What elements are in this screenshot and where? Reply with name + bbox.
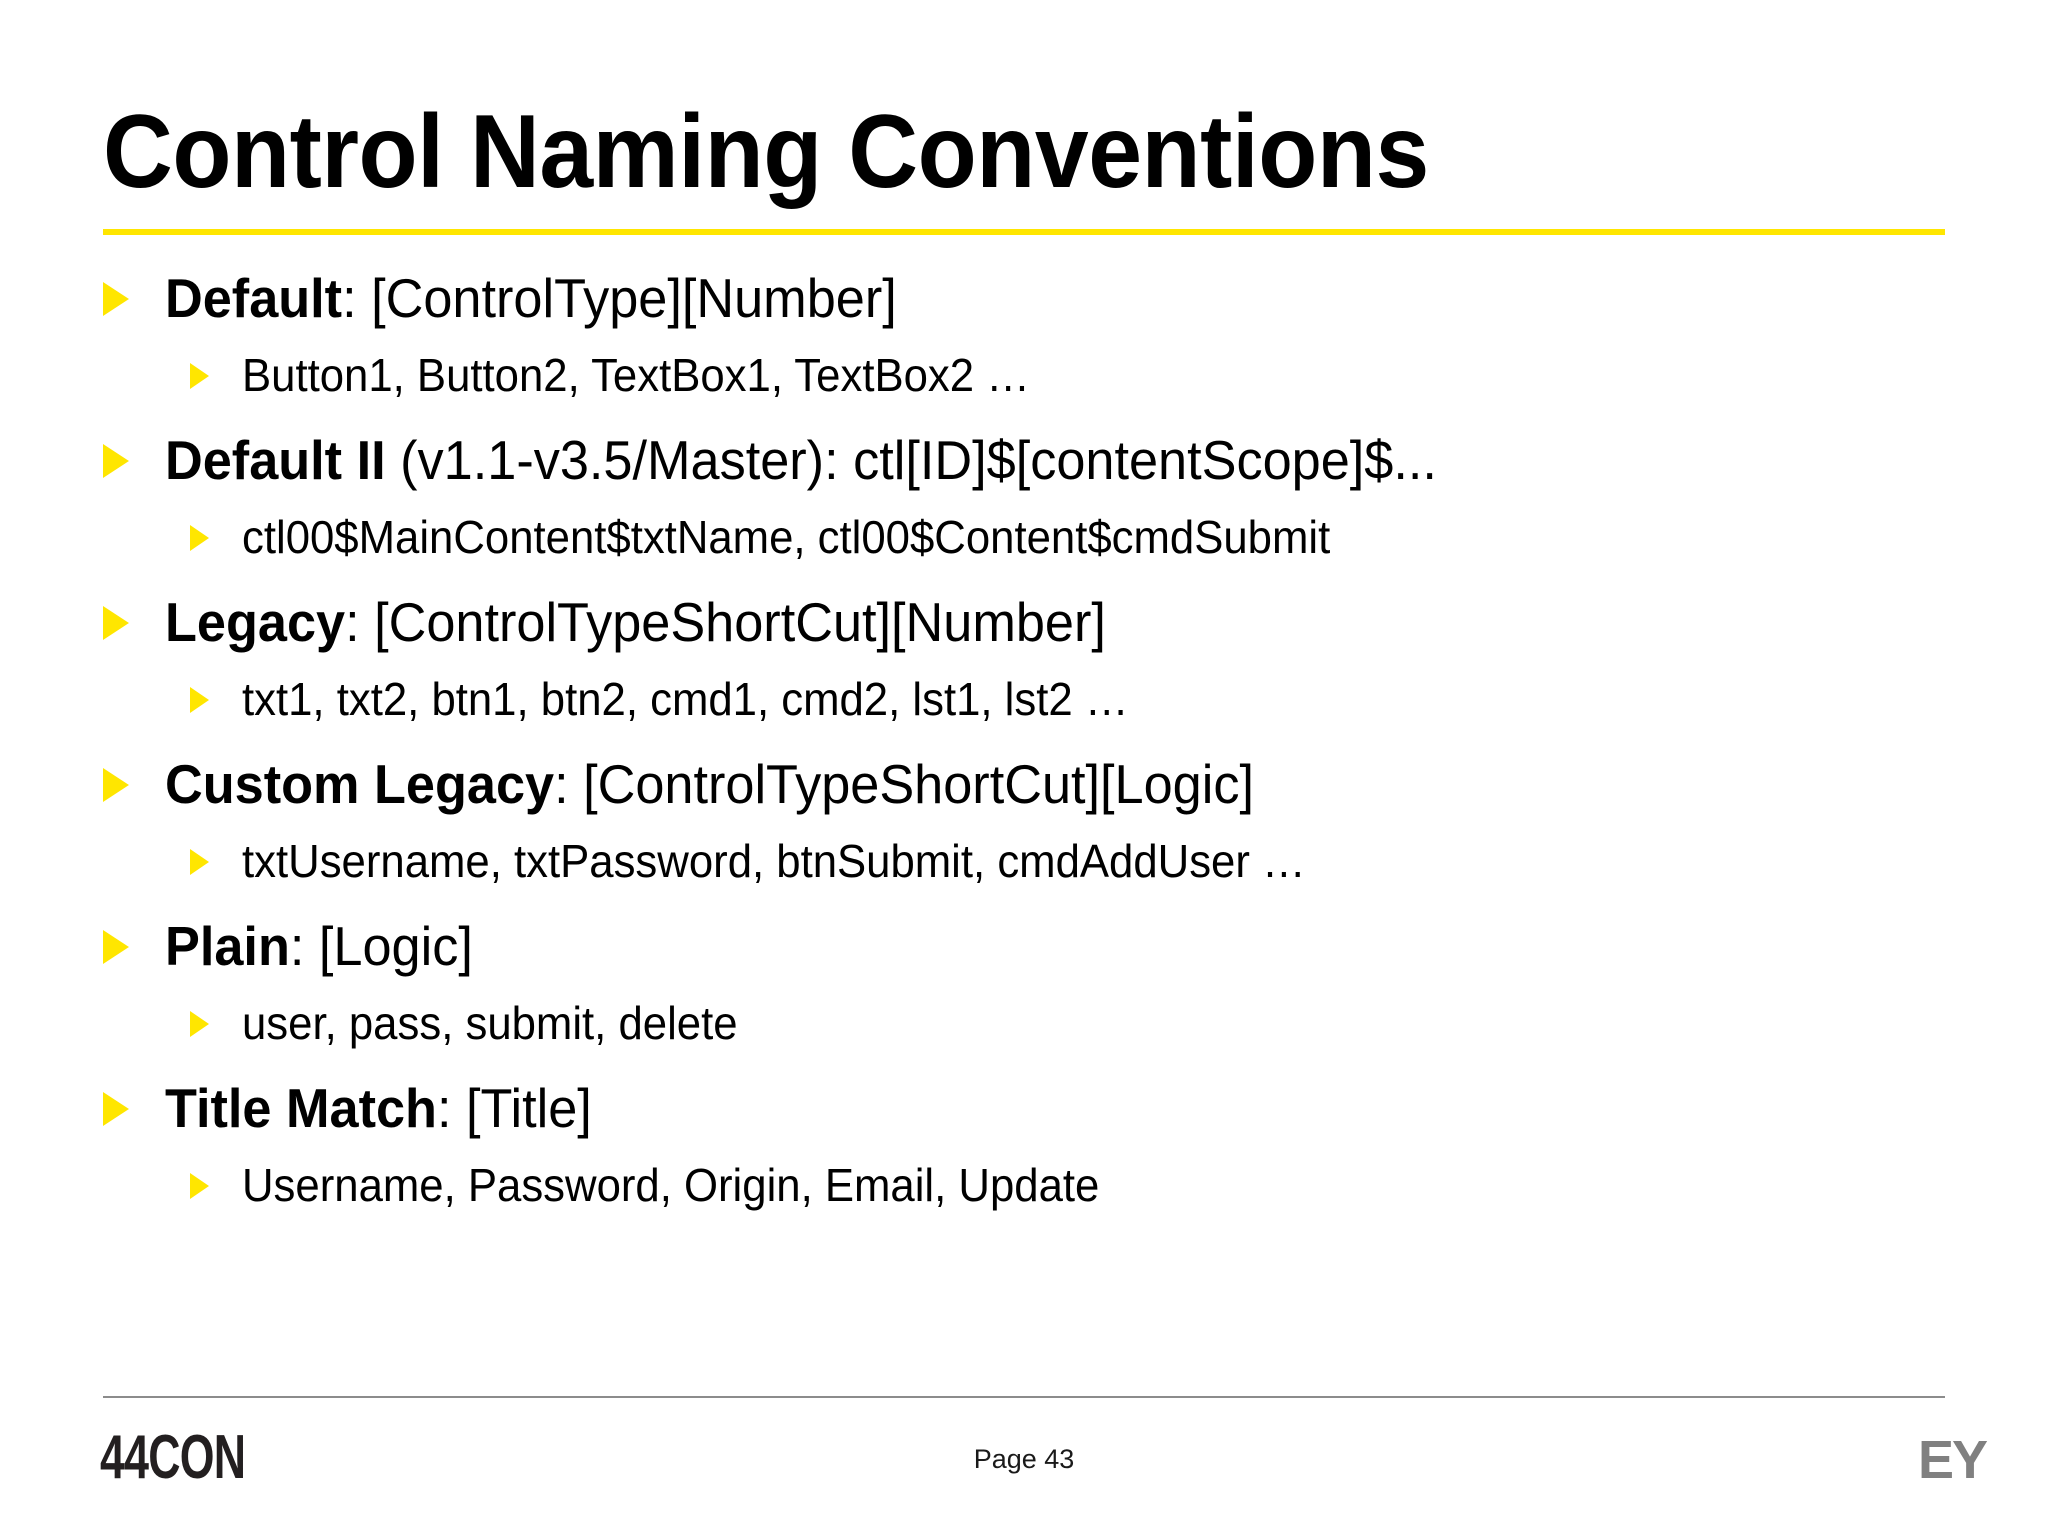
sub-bullet-text: user, pass, submit, delete (242, 992, 738, 1054)
triangle-right-icon (190, 830, 242, 892)
triangle-right-icon (190, 992, 242, 1054)
bullet-detail: txtUsername, txtPassword, btnSubmit, cmd… (242, 835, 1306, 887)
bullet-detail: : [ControlType][Number] (342, 267, 897, 329)
triangle-right-icon (103, 1072, 165, 1144)
triangle-right-icon (190, 344, 242, 406)
bullet-item: Plain: [Logic] (0, 910, 2048, 992)
bullet-term: Default (165, 267, 343, 329)
bullet-detail: Button1, Button2, TextBox1, TextBox2 … (242, 349, 1030, 401)
bullet-item: Default II (v1.1-v3.5/Master): ctl[ID]$[… (0, 424, 2048, 506)
bullet-item: Custom Legacy: [ControlTypeShortCut][Log… (0, 748, 2048, 830)
triangle-right-icon (103, 424, 165, 496)
triangle-right-glyph (103, 606, 129, 640)
bullet-term: Title Match (165, 1077, 437, 1139)
page-title: Control Naming Conventions (103, 93, 1429, 210)
triangle-right-icon (103, 262, 165, 334)
sub-bullet-item: ctl00$MainContent$txtName, ctl00$Content… (0, 506, 2048, 586)
triangle-right-glyph (190, 1011, 209, 1037)
conference-logo-44con: 44CON (100, 1423, 246, 1492)
bullet-item: Default: [ControlType][Number] (0, 262, 2048, 344)
sub-bullet-item: txt1, txt2, btn1, btn2, cmd1, cmd2, lst1… (0, 668, 2048, 748)
bullet-text: Title Match: [Title] (165, 1072, 592, 1144)
triangle-right-glyph (103, 930, 129, 964)
bullet-text: Plain: [Logic] (165, 910, 473, 982)
bullet-detail: user, pass, submit, delete (242, 997, 738, 1049)
sub-bullet-text: Username, Password, Origin, Email, Updat… (242, 1154, 1099, 1216)
bullet-text: Legacy: [ControlTypeShortCut][Number] (165, 586, 1106, 658)
triangle-right-glyph (103, 444, 129, 478)
triangle-right-glyph (190, 849, 209, 875)
sub-bullet-text: Button1, Button2, TextBox1, TextBox2 … (242, 344, 1030, 406)
bullet-detail: : [ControlTypeShortCut][Number] (345, 591, 1106, 653)
bullet-detail: ctl00$MainContent$txtName, ctl00$Content… (242, 511, 1331, 563)
bullet-item: Title Match: [Title] (0, 1072, 2048, 1154)
bullet-text: Default II (v1.1-v3.5/Master): ctl[ID]$[… (165, 424, 1437, 496)
bullet-detail: txt1, txt2, btn1, btn2, cmd1, cmd2, lst1… (242, 673, 1129, 725)
bullet-term: Legacy (165, 591, 346, 653)
bullet-text: Custom Legacy: [ControlTypeShortCut][Log… (165, 748, 1254, 820)
triangle-right-icon (190, 668, 242, 730)
brand-logo-ey: EY (1917, 1430, 1988, 1490)
triangle-right-icon (103, 748, 165, 820)
triangle-right-glyph (190, 525, 209, 551)
triangle-right-icon (103, 586, 165, 658)
title-divider (103, 229, 1945, 235)
bullet-detail: (v1.1-v3.5/Master): ctl[ID]$[contentScop… (385, 429, 1437, 491)
triangle-right-icon (190, 1154, 242, 1216)
sub-bullet-text: txt1, txt2, btn1, btn2, cmd1, cmd2, lst1… (242, 668, 1129, 730)
sub-bullet-item: user, pass, submit, delete (0, 992, 2048, 1072)
bullet-detail: : [ControlTypeShortCut][Logic] (554, 753, 1254, 815)
bullet-term: Plain (165, 915, 290, 977)
bullet-list: Default: [ControlType][Number] Button1, B… (0, 262, 2048, 1362)
sub-bullet-text: txtUsername, txtPassword, btnSubmit, cmd… (242, 830, 1306, 892)
bullet-term: Custom Legacy (165, 753, 555, 815)
bullet-detail: : [Title] (436, 1077, 592, 1139)
triangle-right-glyph (190, 1173, 209, 1199)
footer-divider (103, 1396, 1945, 1398)
bullet-text: Default: [ControlType][Number] (165, 262, 897, 334)
triangle-right-icon (103, 910, 165, 982)
triangle-right-glyph (103, 768, 129, 802)
triangle-right-glyph (103, 282, 129, 316)
triangle-right-glyph (190, 687, 209, 713)
bullet-detail: Username, Password, Origin, Email, Updat… (242, 1159, 1100, 1211)
sub-bullet-text: ctl00$MainContent$txtName, ctl00$Content… (242, 506, 1330, 568)
sub-bullet-item: Username, Password, Origin, Email, Updat… (0, 1154, 2048, 1234)
triangle-right-glyph (103, 1092, 129, 1126)
triangle-right-glyph (190, 363, 209, 389)
triangle-right-icon (190, 506, 242, 568)
sub-bullet-item: txtUsername, txtPassword, btnSubmit, cmd… (0, 830, 2048, 910)
bullet-term: Default II (165, 429, 386, 491)
bullet-detail: : [Logic] (289, 915, 473, 977)
bullet-item: Legacy: [ControlTypeShortCut][Number] (0, 586, 2048, 668)
page-number: Page 43 (973, 1444, 1075, 1474)
sub-bullet-item: Button1, Button2, TextBox1, TextBox2 … (0, 344, 2048, 424)
